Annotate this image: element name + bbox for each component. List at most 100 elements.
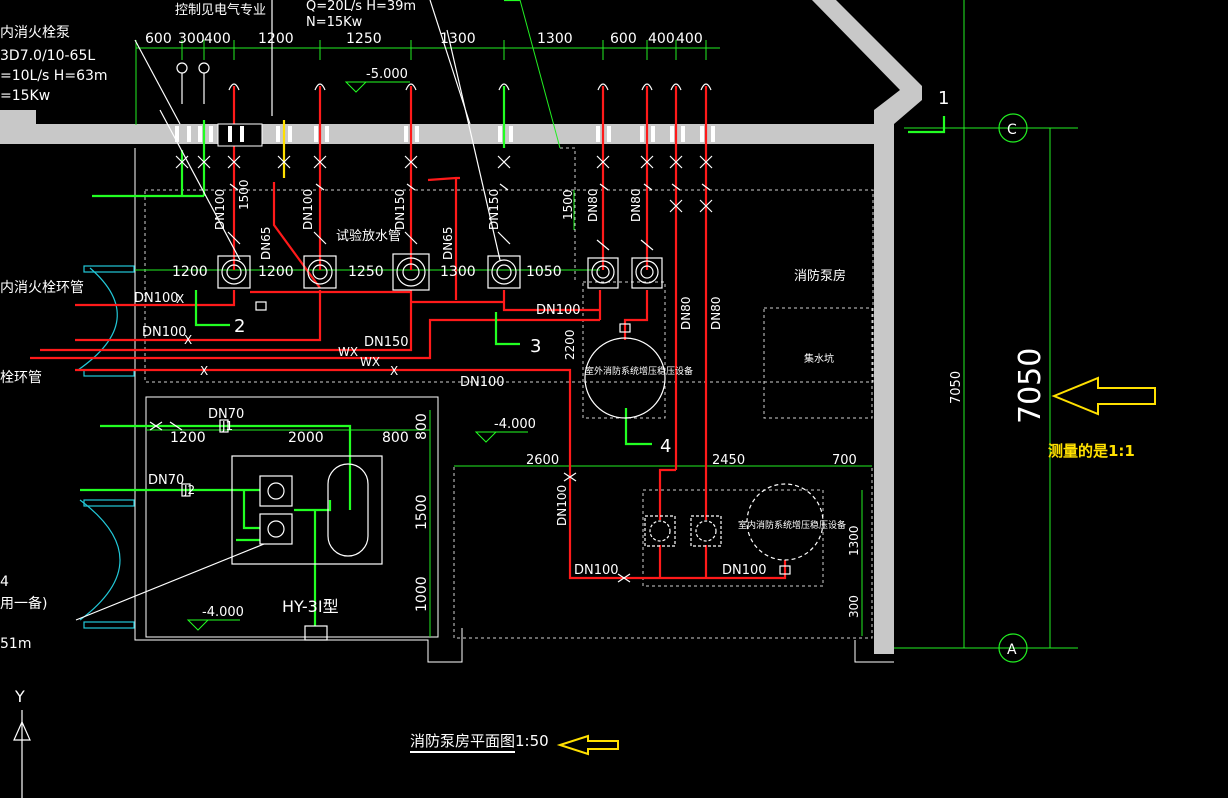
top-wall [0,124,876,144]
pump-body [221,259,247,285]
valve-box [779,565,791,575]
pipe-label: DN65 [441,227,455,261]
top-dim: 1300 [537,31,573,47]
level-top: -5.000 [366,67,408,82]
dim-2000: 2000 [288,430,324,446]
door-leaf-1 [83,265,135,273]
sleeve [607,126,611,142]
leader [446,29,501,261]
pipe-label: DN100 [142,325,187,340]
mid-1500-label: 1500 [561,189,575,220]
sleeve [681,126,685,142]
pump-5 [587,257,619,289]
leader [134,39,181,125]
sleeve [187,126,191,142]
sleeve [228,126,232,142]
sleeve [670,126,674,142]
vdim-1500: 1500 [414,494,430,530]
door-leaf-3 [83,499,135,507]
water-room-wall [145,396,439,638]
pipe-label: DN80 [586,189,600,223]
pipe-label: DN80 [629,189,643,223]
tanks [75,337,824,641]
valve-icon [640,155,654,169]
pipe-label: DN100 [555,485,569,526]
door-leaf-4 [83,621,135,629]
pipe-label: J1 [221,419,233,433]
top-dim: 400 [648,31,675,47]
section-2-label: 2 [234,316,245,337]
pump-4 [487,255,521,289]
pump-body [695,520,717,542]
hydrant-pump-flow: =10L/s H=63m [0,68,108,84]
pump-flow: Q=20L/s H=39m [306,0,416,14]
test-drain-label: 试验放水管 [336,228,401,244]
dim-2450: 2450 [712,453,745,468]
model-label: HY-3I型 [282,597,339,616]
pipe-label: DN150 [487,189,501,230]
pump-base [644,515,676,547]
valve-icon [149,421,183,431]
pump-impeller [402,263,420,281]
indoor-pressure-tank [746,483,824,561]
pipe-sleeves [175,123,715,147]
axis-c-label: C [1007,122,1017,138]
pipe-label: DN150 [364,335,409,350]
left-wall-stub [0,110,36,124]
valve-icon [617,573,631,583]
pipe-dn70-a [100,424,352,510]
pipe-label: DN100 [460,375,505,390]
pump-row-dim: 1250 [348,264,384,280]
pump-base [487,255,521,289]
standby-b: 用一备) [0,595,47,612]
axis-a-label: A [1007,642,1017,658]
hook [597,83,609,91]
left-2200-label: 2200 [563,329,577,360]
section-1-label: 1 [938,88,949,109]
top-dim: 300 [178,31,205,47]
pump-2 [303,255,337,289]
top-dim: 1250 [346,31,382,47]
pipe-label: DN100 [213,189,227,230]
hydrant-pump-title: 内消火栓泵 [0,25,70,41]
dim-700: 700 [832,453,857,468]
hook [228,83,240,91]
leader [75,543,265,621]
feed-pump-1 [259,475,293,507]
top-dim: 600 [610,31,637,47]
lower-room-boundary [453,465,873,639]
pump-row-dim: 1200 [258,264,294,280]
sleeve [711,126,715,142]
pipe-dn100-b [75,290,322,342]
standby-a: 4 [0,574,9,590]
valve-icon [404,155,418,169]
sleeve [325,126,329,142]
sleeve [404,126,408,142]
axis-bubbles [998,113,1028,663]
sleeve [209,126,213,142]
top-dim: 400 [204,31,231,47]
sleeve [651,126,655,142]
pipe-j2-link [242,490,260,530]
pump-impeller [640,265,654,279]
sleeve [700,126,704,142]
sleeve [314,126,318,142]
pipe-indoor-drops [658,545,708,578]
section-marker-2 [194,290,230,327]
valve-icon [175,155,189,169]
valves [149,155,791,583]
top-dim: 600 [145,31,172,47]
top-dim: 400 [676,31,703,47]
valve-icon [669,155,683,169]
section-marker-4 [624,408,652,446]
reducer-icons [227,231,654,251]
pump-row-dim: 1200 [172,264,208,280]
pump-impeller [596,265,610,279]
pump-base [303,255,337,289]
vdim-1300: 1300 [847,525,861,556]
valve-icon [563,472,577,482]
section-markers [194,0,946,446]
fire-pipes [30,86,787,580]
pipe-label: DN150 [393,189,407,230]
